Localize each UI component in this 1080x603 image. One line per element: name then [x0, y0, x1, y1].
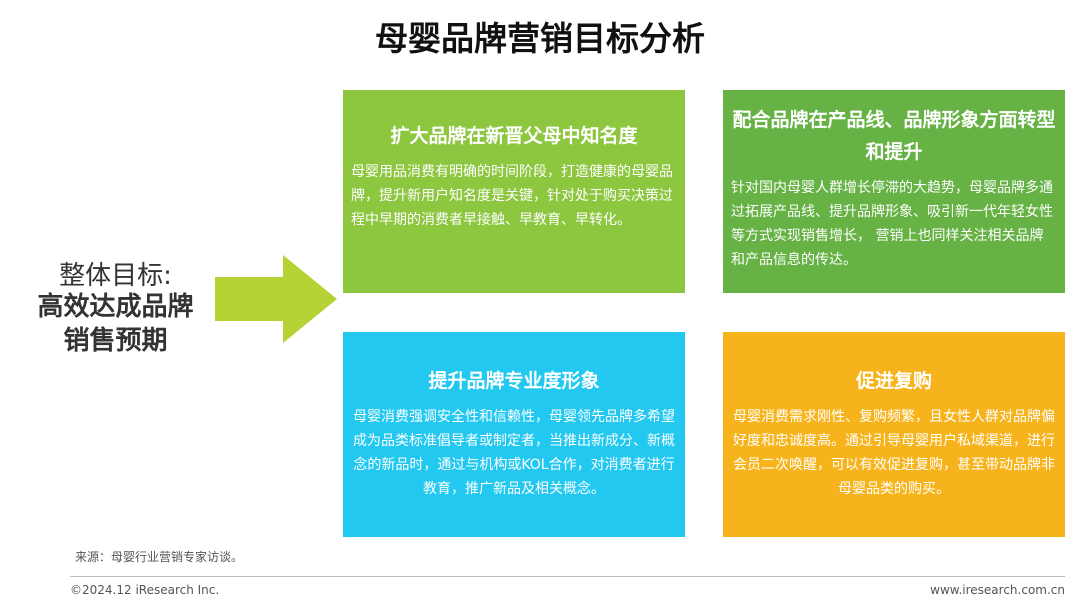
goal-text: 高效达成品牌 销售预期	[18, 290, 213, 358]
card-text: 母婴消费需求刚性、复购频繁，且女性人群对品牌偏好度和忠诚度高。通过引导母婴用户私…	[733, 409, 1055, 497]
right-arrow-icon	[215, 255, 337, 343]
goal-card-awareness: 扩大品牌在新晋父母中知名度 母婴用品消费有明确的时间阶段，打造健康的母婴品牌，提…	[343, 90, 685, 293]
card-title: 提升品牌专业度形象	[428, 370, 600, 392]
goal-card-repurchase: 促进复购 母婴消费需求刚性、复购频繁，且女性人群对品牌偏好度和忠诚度高。通过引导…	[723, 332, 1065, 537]
goal-line-1: 高效达成品牌	[37, 292, 194, 322]
card-text: 母婴用品消费有明确的时间阶段，打造健康的母婴品牌，提升新用户知名度是关键，针对处…	[351, 164, 673, 228]
card-title: 配合品牌在产品线、品牌形象方面转型和提升	[732, 109, 1056, 163]
footer-divider	[70, 576, 1065, 577]
copyright: ©2024.12 iResearch Inc.	[70, 583, 220, 597]
goal-card-professionalism: 提升品牌专业度形象 母婴消费强调安全性和信赖性，母婴领先品牌多希望成为品类标准倡…	[343, 332, 685, 537]
card-title: 扩大品牌在新晋父母中知名度	[390, 125, 638, 147]
goal-line-2: 销售预期	[63, 326, 168, 356]
page-title: 母婴品牌营销目标分析	[375, 19, 705, 58]
card-text: 针对国内母婴人群增长停滞的大趋势，母婴品牌多通过拓展产品线、提升品牌形象、吸引新…	[731, 180, 1053, 268]
source-note: 来源：母婴行业营销专家访谈。	[75, 550, 244, 564]
website-link[interactable]: www.iresearch.com.cn	[930, 583, 1065, 597]
card-text: 母婴消费强调安全性和信赖性，母婴领先品牌多希望成为品类标准倡导者或制定者，当推出…	[353, 409, 675, 497]
goal-label: 整体目标:	[59, 261, 172, 291]
card-title: 促进复购	[855, 370, 932, 392]
goal-card-transformation: 配合品牌在产品线、品牌形象方面转型和提升 针对国内母婴人群增长停滞的大趋势，母婴…	[723, 90, 1065, 293]
